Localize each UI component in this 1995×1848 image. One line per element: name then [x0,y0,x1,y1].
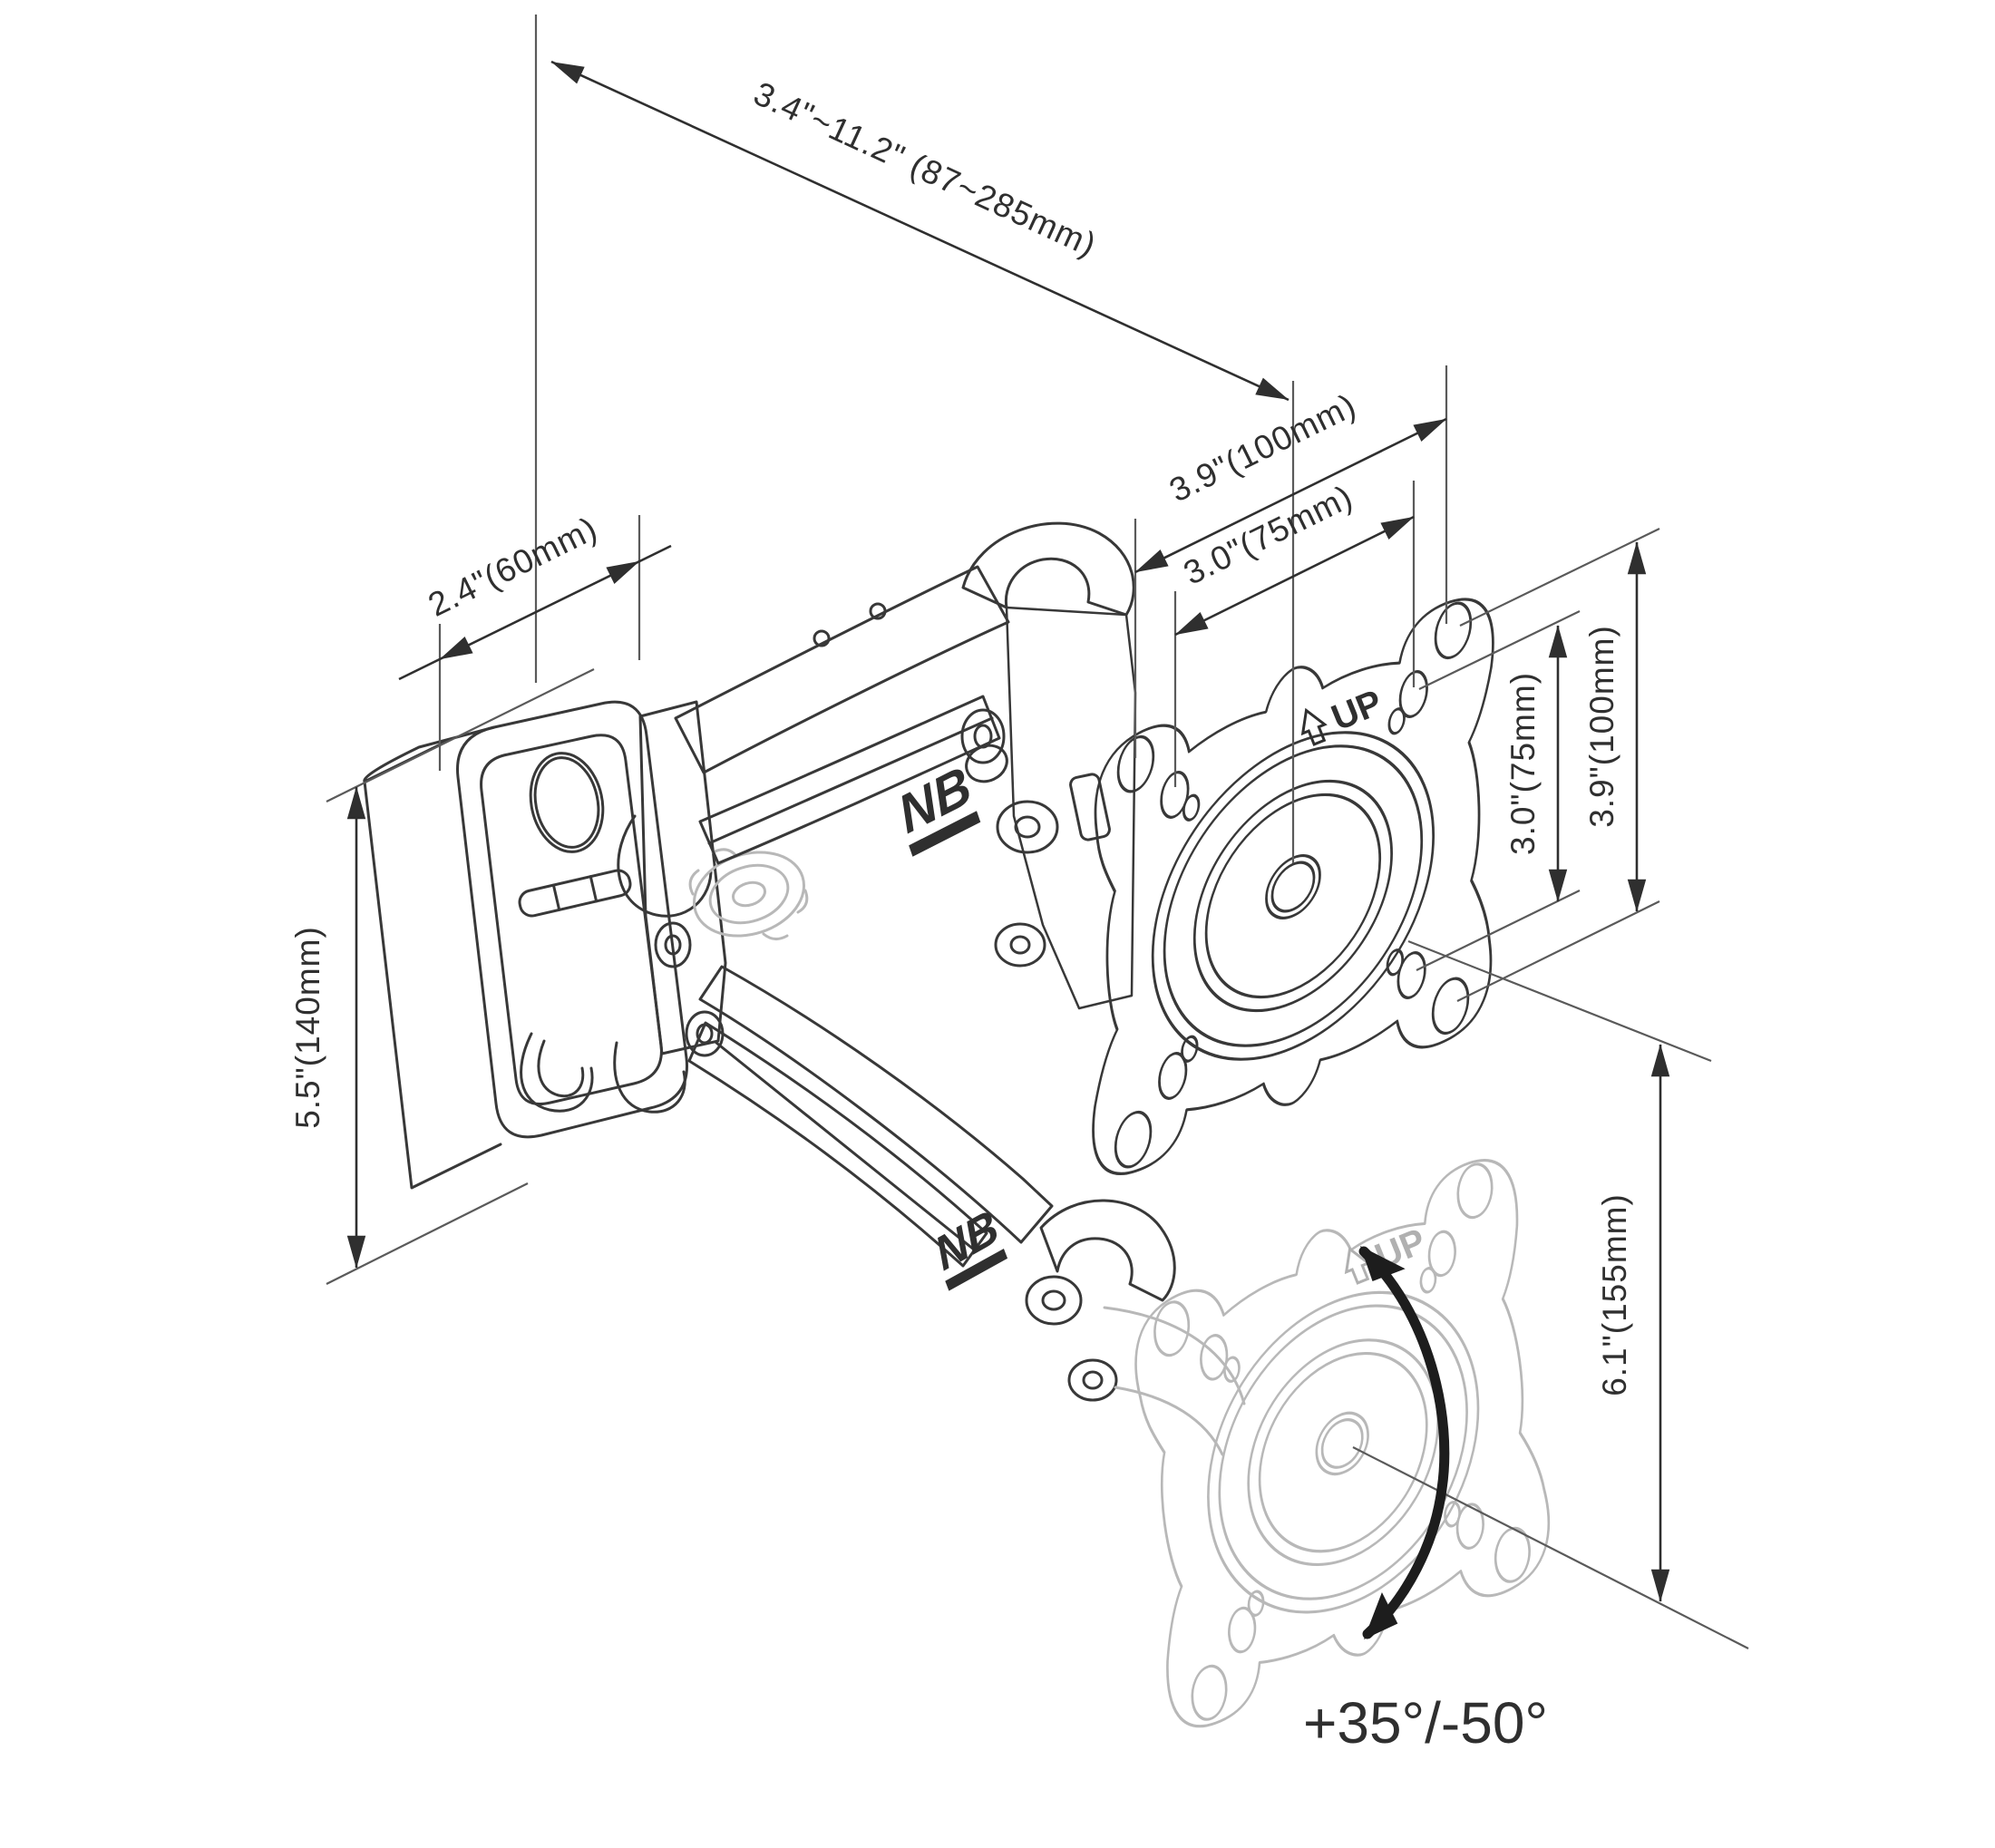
brand-text: NB [928,1200,1005,1280]
dim-label-vesa-height-75: 3.0"(75mm) [1504,672,1542,855]
dim-wall-plate-height: 5.5"(140mm) [289,787,365,1268]
dim-label-extension-range: 3.4"~11.2" (87~285mm) [748,74,1102,264]
mount-illustration [363,521,1556,1744]
dim-label-vesa-height-100: 3.9"(100mm) [1583,625,1620,828]
lower-arm [687,965,1176,1402]
tilt-annotation: +35°/-50° [1303,1233,1548,1756]
dim-label-lower-center-offset: 6.1"(155mm) [1596,1193,1633,1396]
vesa-plate-ghost [1128,1143,1556,1744]
tilt-range-label: +35°/-50° [1303,1690,1548,1756]
dim-lower-center-offset: 6.1"(155mm) [1596,1045,1669,1601]
dim-label-wall-plate-height: 5.5"(140mm) [289,926,326,1129]
up-label-upper: UP [1326,683,1387,739]
tilt-arc [1358,1246,1450,1639]
wall-plate [363,700,688,1190]
upper-head-bracket [960,521,1137,1010]
tension-knob [688,848,809,940]
nb-logo-lower-arm: NB [928,1200,1008,1291]
lower-head-link [1103,1306,1246,1456]
dimension-layer [326,15,1749,1649]
dim-vesa-height-100: 3.9"(100mm) [1583,542,1646,911]
dim-extension-range: 3.4"~11.2" (87~285mm) [550,54,1289,407]
dim-vesa-width-75: 3.0"(75mm) [1173,478,1416,641]
upper-arm [674,565,1010,865]
dim-vesa-height-75: 3.0"(75mm) [1504,626,1567,901]
dim-label-wall-plate-depth: 2.4"(60mm) [423,510,603,624]
up-marker-upper: UP [1293,683,1387,749]
dim-vesa-width-100: 3.9"(100mm) [1134,386,1448,579]
wall-hinge [617,700,727,1057]
